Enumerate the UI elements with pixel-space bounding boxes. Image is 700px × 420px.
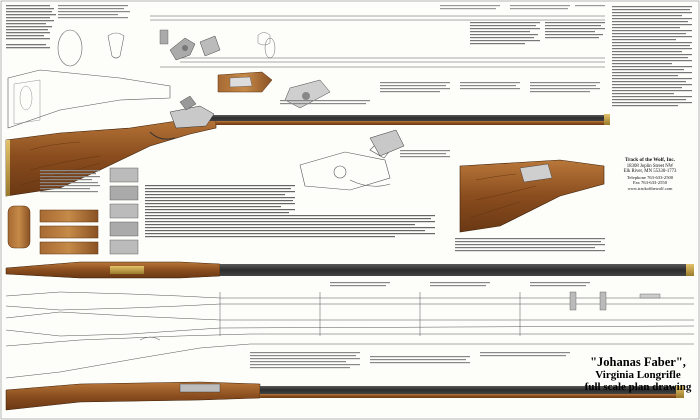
lock-detail-top (169, 35, 221, 61)
barrel-top-outline (150, 15, 605, 68)
small-lock-photos (109, 167, 139, 255)
company-name: Track of the Wolf, Inc. (625, 157, 675, 163)
top-left-notes (6, 5, 56, 49)
telephone: Telephone 763-633-2500 (626, 175, 674, 180)
title-line-1: "Johanas Faber", (590, 355, 686, 369)
contact-block: Track of the Wolf, Inc. 18308 Joplin Str… (608, 157, 692, 191)
city-address: Elk River, MN 55330-1773 (623, 169, 677, 175)
website-link[interactable]: www.trackofthewolf.com (627, 185, 673, 191)
rifle-top-view (5, 261, 694, 279)
drawing-title: "Johanas Faber", Virginia Longrifle full… (582, 355, 694, 394)
street-address: 18308 Joplin Street NW (626, 163, 674, 169)
barrel-outline-bottom (5, 291, 695, 337)
butt-stock-photo (459, 159, 605, 233)
center-notes (145, 185, 435, 238)
rifle-outline-bottom (5, 333, 694, 379)
top-right-notes (470, 22, 605, 45)
rifle-bottom-photo (5, 381, 684, 411)
fax: Fax 763-633-2550 (632, 180, 668, 186)
title-line-2: Virginia Longrifle (595, 369, 681, 381)
stock-outline-sketch (7, 69, 171, 129)
title-line-3: full scale plan drawing (584, 381, 692, 394)
